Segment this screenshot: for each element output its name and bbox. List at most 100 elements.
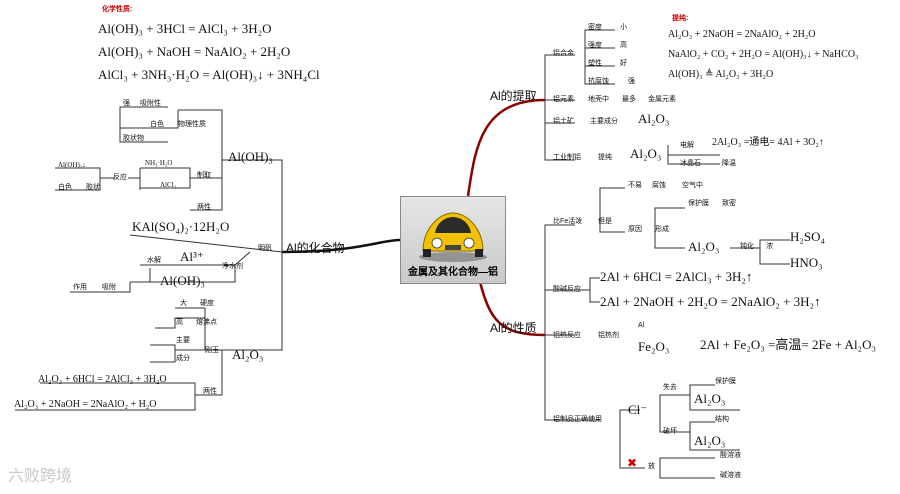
node-film2: 保护膜 (715, 378, 736, 385)
node-high: 高 (176, 319, 183, 326)
purify-eq-2: NaAlO₂ + CO₂ + 2H₂O = Al(OH)₃↓ + NaHCO₃ (668, 49, 859, 60)
node-hydrolysis: 水解 (147, 257, 161, 264)
node-density-val: 小 (620, 24, 627, 31)
node-purify: 提纯 (598, 154, 612, 161)
node-conc: 浓 (766, 243, 773, 250)
node-crust: 地壳中 (588, 96, 609, 103)
node-aloh3-b: Al(OH)₃ (160, 273, 205, 288)
center-node[interactable]: 金属及其化合物—铝 (400, 196, 506, 284)
node-usage: 铝制品正确使用 (553, 416, 602, 423)
node-adsorbent: 吸附性 (140, 100, 161, 107)
node-hardness: 硬度 (200, 300, 214, 307)
amph-eq-2: Al₂O₃ + 2NaOH = 2NaAlO₂ + H₂O (14, 399, 157, 410)
elec-eq: 2Al₂O₃ =通电= 4Al + 3O₂↑ (712, 137, 824, 148)
node-density: 密度 (588, 24, 602, 31)
node-lower-mp: 降温 (722, 160, 736, 167)
node-electrolysis: 电解 (680, 142, 694, 149)
acid-eq: 2Al + 6HCl = 2AlCl₃ + 3H₂↑ (600, 269, 753, 284)
node-nh3h2o: NH₃·H₂O (145, 159, 173, 167)
node-mp: 熔沸点 (196, 319, 217, 326)
node-alcl3: AlCl₃ (160, 181, 177, 189)
chem-eq-1: Al(OH)₃ + 3HCl = AlCl₃ + 3H₂O (98, 21, 272, 36)
node-al2o3[interactable]: Al₂O₃ (232, 347, 264, 362)
branch-properties[interactable]: Al的性质 (490, 321, 537, 335)
node-corundum: 刚玉 (205, 347, 219, 354)
node-amphoteric2: 两性 (203, 388, 217, 395)
node-not-easy: 不易 (628, 182, 642, 189)
node-reason: 原因 (628, 226, 642, 233)
node-main: 主要 (176, 337, 190, 344)
branch-line-extraction (466, 98, 546, 197)
node-precip: Al(OH)₃↓ (58, 161, 86, 169)
node-action: 作用 (73, 284, 87, 291)
branch-compounds[interactable]: Al的化合物 (286, 241, 345, 255)
node-adsorb: 吸附 (102, 284, 116, 291)
node-plasticity: 塑性 (588, 60, 602, 67)
node-plasticity-val: 好 (620, 60, 627, 67)
node-aloh3[interactable]: Al(OH)₃ (228, 149, 273, 164)
node-al2o3-c: Al₂O₃ (694, 433, 726, 448)
node-protect-film: 保护膜 (688, 200, 709, 207)
node-metal-element: 金属元素 (648, 96, 676, 103)
purify-eq-3: Al(OH)₃ ≜ Al₂O₃ + 3H₂O (668, 69, 774, 80)
node-passivation: 钝化 (740, 243, 754, 250)
purification-heading: 提纯: (672, 15, 689, 22)
purify-eq-1: Al₂O₃ + 2NaOH = 2NaAlO₂ + 2H₂O (668, 29, 816, 40)
node-strength: 强度 (588, 42, 602, 49)
node-acid-sol: 酸溶液 (720, 452, 741, 459)
node-industry-al2o3: Al₂O₃ (630, 146, 662, 161)
node-cl: Cl⁻ (628, 402, 648, 417)
node-form: 形成 (655, 226, 669, 233)
amph-eq-1: Al₂O₃ + 6HCl = 2AlCl₃ + 3H₂O (38, 374, 167, 385)
center-title: 金属及其化合物—铝 (408, 267, 498, 278)
node-alum[interactable]: 明矾 (258, 245, 272, 252)
node-acid-base: 酸碱反应 (553, 286, 581, 293)
node-prep[interactable]: 制取 (197, 172, 211, 179)
node-prop-al2o3: Al₂O₃ (688, 239, 720, 254)
branch-line-compounds (281, 238, 401, 254)
cross-icon: ✖ (627, 456, 638, 470)
node-element: 铝元素 (553, 96, 574, 103)
node-ore-al2o3: Al₂O₃ (638, 111, 670, 126)
node-thermite-agent: 铝热剂 (598, 332, 619, 339)
node-corrosion-val: 强 (628, 78, 635, 85)
node-purifier: 净水剂 (222, 263, 243, 270)
node-vs-fe: 比Fe活泼 (553, 218, 583, 225)
node-cryolite: 冰晶石 (680, 160, 701, 167)
node-strength-val: 高 (620, 42, 627, 49)
node-air: 空气中 (682, 182, 703, 189)
base-eq: 2Al + 2NaOH + 2H₂O = 2NaAlO₂ + 3H₂↑ (600, 294, 821, 309)
yellow-car-icon (419, 212, 487, 262)
node-corrosion: 抗腐蚀 (588, 78, 609, 85)
node-bauxite: 铝土矿 (553, 118, 574, 125)
node-white: 白色 (150, 121, 164, 128)
node-h2so4: H₂SO₄ (790, 229, 826, 244)
node-colloid2: 胶状 (86, 184, 100, 191)
chem-eq-3: AlCl₃ + 3NH₃·H₂O = Al(OH)₃↓ + 3NH₄Cl (98, 67, 320, 82)
branch-line-properties (478, 281, 546, 337)
node-component: 成分 (176, 355, 190, 362)
node-alum-formula: KAl(SO₄)₂·12H₂O (132, 219, 230, 234)
branch-extraction[interactable]: Al的提取 (490, 89, 537, 103)
node-colloid: 胶状物 (123, 135, 144, 142)
node-industry: 工业制铝 (553, 154, 581, 161)
watermark: 六败跨境 (8, 468, 73, 485)
node-amphoteric: 两性 (197, 204, 211, 211)
node-reaction: 反应 (113, 174, 127, 181)
node-strong: 强 (123, 100, 130, 107)
node-lose: 失去 (663, 384, 677, 391)
node-physical-props[interactable]: 物理性质 (178, 121, 206, 128)
node-thermite: 铝热反应 (553, 332, 581, 339)
thermite-eq: 2Al + Fe₂O₃ =高温= 2Fe + Al₂O₃ (700, 337, 877, 352)
node-big: 大 (180, 300, 187, 307)
node-fe2o3: Fe₂O₃ (638, 339, 670, 354)
chem-props-heading: 化学性质: (102, 6, 133, 13)
node-but: 但是 (598, 218, 612, 225)
node-al3: Al³⁺ (180, 249, 204, 264)
node-alloy[interactable]: 铝合金 (553, 50, 574, 57)
node-corrode: 腐蚀 (652, 182, 666, 189)
node-base-sol: 碱溶液 (720, 472, 741, 479)
node-main-component: 主要成分 (590, 118, 618, 125)
node-structure: 结构 (715, 416, 729, 423)
